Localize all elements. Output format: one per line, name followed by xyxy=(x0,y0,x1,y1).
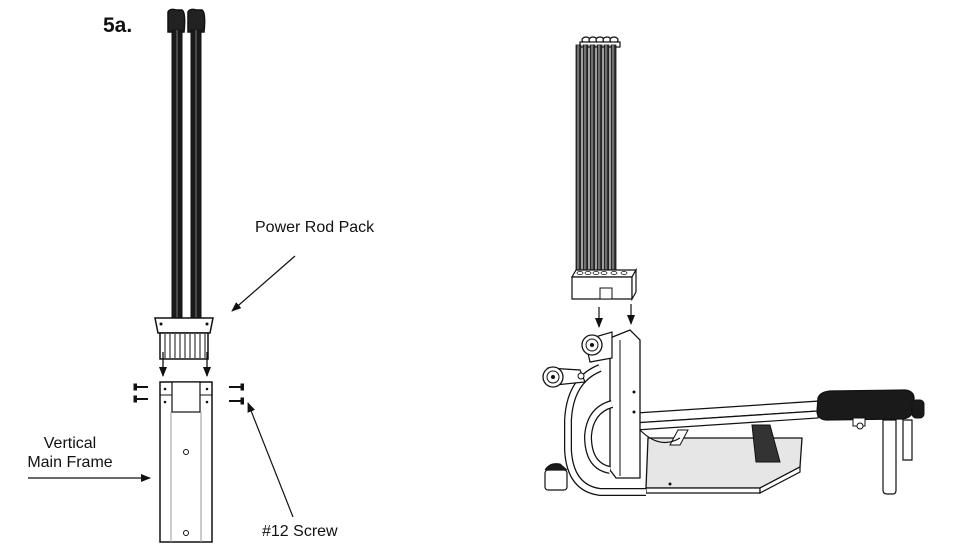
power-rod-pack-arrow xyxy=(231,255,296,312)
screw-arrow xyxy=(247,402,294,518)
home-gym-machine-icon xyxy=(542,36,925,496)
power-rod-pack-icon xyxy=(154,8,214,360)
vertical-main-frame-label: Vertical Main Frame xyxy=(22,434,118,472)
screw-icon xyxy=(133,383,244,405)
vertical-main-frame-icon xyxy=(159,381,213,543)
vertical-main-frame-label-line2: Main Frame xyxy=(27,454,113,471)
power-rod-pack-label: Power Rod Pack xyxy=(255,219,375,236)
vertical-main-frame-label-line1: Vertical xyxy=(43,435,97,452)
step-label: 5a. xyxy=(103,14,133,37)
screw-label: #12 Screw xyxy=(262,523,338,540)
